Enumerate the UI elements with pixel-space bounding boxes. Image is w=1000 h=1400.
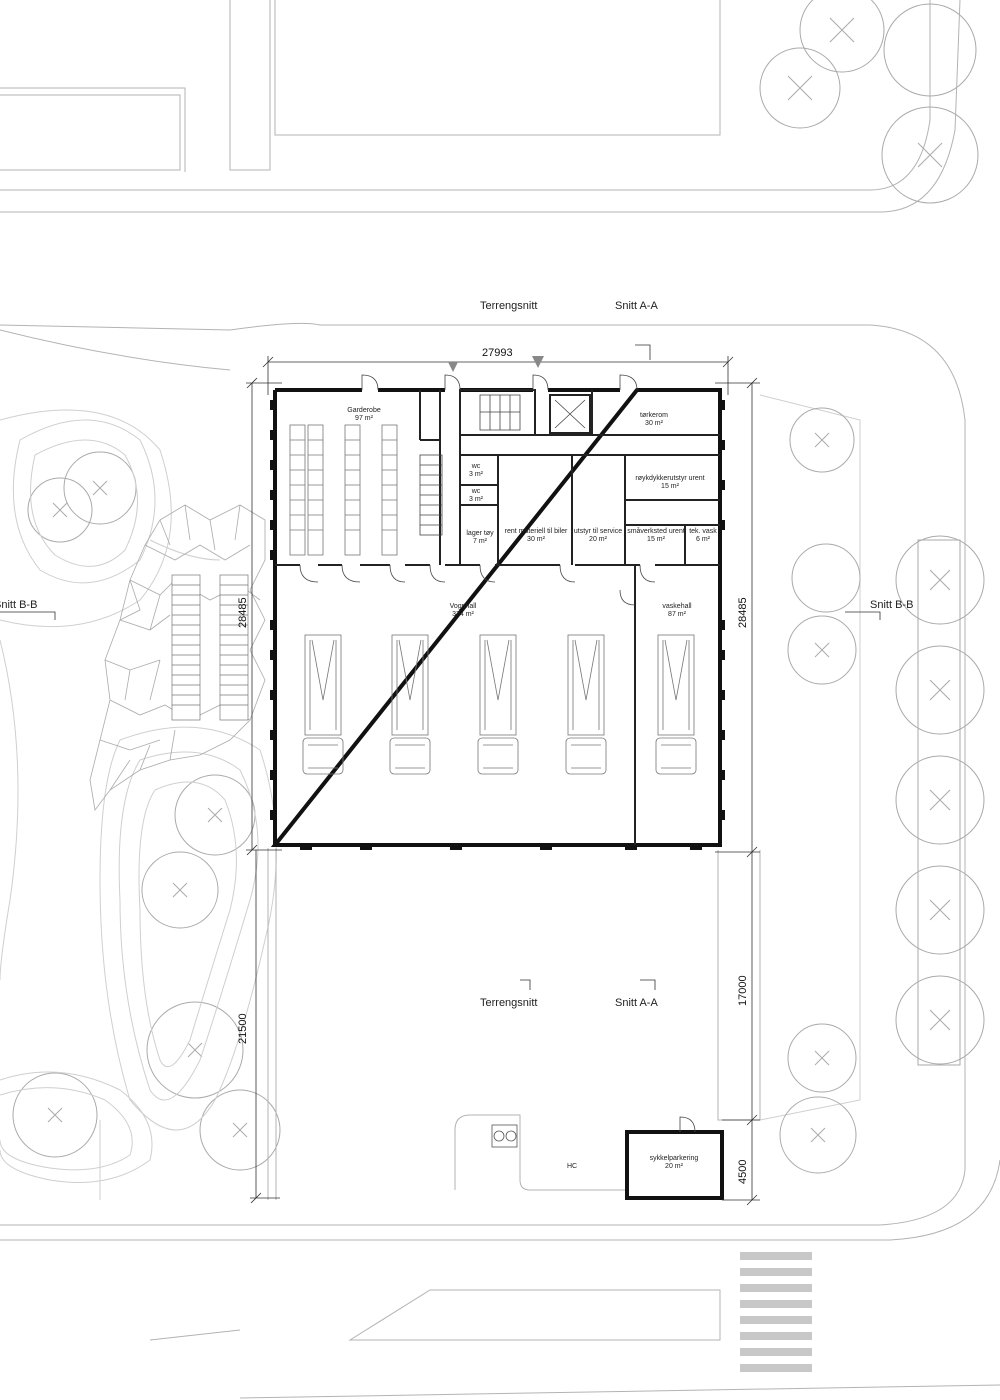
dim-forecourt-right: 17000 [737, 975, 749, 1006]
room-vaskehall-name: vaskehall [662, 603, 692, 610]
room-torkerom-name: tørkerom [640, 412, 668, 419]
room-sykkel-area: 20 m² [665, 1163, 684, 1170]
label-terrengsnitt-bottom: Terrengsnitt [480, 997, 537, 1009]
forecourt [267, 848, 761, 1200]
dim-height-left: 28485 [237, 597, 249, 628]
dim-forecourt-left: 21500 [237, 1013, 249, 1044]
room-wc2-name: wc [471, 488, 481, 495]
room-wc1-area: 3 m² [469, 471, 484, 478]
room-garderobe-area: 97 m² [355, 415, 374, 422]
fire-truck [302, 634, 344, 775]
section-labels: Terrengsnitt Snitt A-A Terrengsnitt Snit… [0, 300, 913, 1009]
room-tek-area: 6 m² [696, 536, 711, 543]
site-context-top [0, 0, 961, 213]
room-rent-name: rent materiell til biler [505, 528, 568, 535]
label-snitt-bb-right: Snitt B-B [870, 599, 913, 611]
room-tek-name: tek. vask [689, 528, 717, 535]
zebra-crossing [740, 1252, 812, 1372]
label-terrengsnitt-top: Terrengsnitt [480, 300, 537, 312]
building [270, 374, 725, 850]
room-vognhall-name: Vognhall [450, 603, 477, 610]
fire-trucks [302, 634, 697, 775]
room-wc2-area: 3 m² [469, 496, 484, 503]
room-roykdykker-area: 15 m² [661, 483, 680, 490]
room-smaverksted-name: småverksted urent [627, 527, 685, 535]
room-lager-area: 7 m² [473, 538, 488, 545]
dim-width-top: 27993 [482, 347, 513, 359]
trees [12, 0, 985, 1174]
room-rent-area: 30 m² [527, 536, 546, 543]
dim-bike-shed: 4500 [737, 1160, 749, 1184]
dimension-labels: 27993 28485 28485 21500 17000 4500 [237, 347, 749, 1184]
dimension-lines [246, 356, 760, 1206]
room-torkerom-area: 30 m² [645, 420, 664, 427]
room-utstyr-area: 20 m² [589, 536, 608, 543]
site-road [0, 322, 1000, 1399]
landscape-contours [0, 409, 277, 1200]
room-vognhall-area: 374 m² [452, 611, 474, 618]
room-lager-name: lager tøy [466, 530, 494, 537]
fire-truck [565, 634, 607, 775]
fire-truck [477, 634, 519, 775]
section-markers [0, 344, 881, 990]
label-hc: HC [567, 1163, 577, 1170]
label-snitt-bb-left: Snitt B-B [0, 599, 37, 611]
room-labels: Garderobe 97 m² tørkerom 30 m² wc 3 m² w… [347, 407, 717, 1170]
room-vaskehall-area: 87 m² [668, 611, 687, 618]
room-garderobe-name: Garderobe [347, 407, 381, 414]
room-wc1-name: wc [471, 463, 481, 470]
room-sykkel-name: sykkelparkering [650, 1155, 699, 1162]
room-roykdykker-name: røykdykkerutstyr urent [635, 475, 704, 482]
label-snitt-aa-top: Snitt A-A [615, 300, 658, 312]
dim-height-right: 28485 [737, 597, 749, 628]
room-smaverksted-area: 15 m² [647, 536, 666, 543]
fire-truck [655, 634, 697, 775]
benches [171, 574, 249, 721]
fire-truck [389, 634, 431, 775]
label-snitt-aa-bottom: Snitt A-A [615, 997, 658, 1009]
room-utstyr-name: utstyr til service [574, 528, 622, 535]
bike-shed [625, 1116, 724, 1200]
